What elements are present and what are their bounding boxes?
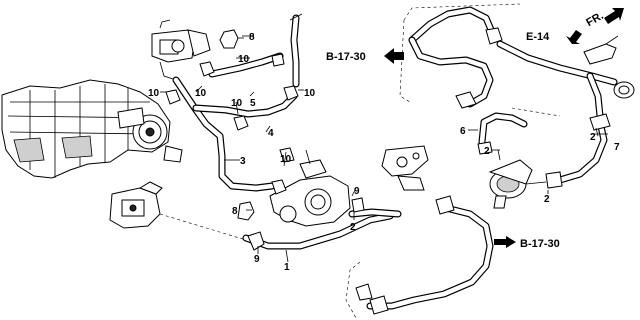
hose-clamps-middle	[237, 147, 365, 251]
callout-5: 5	[250, 98, 256, 109]
water-hose-3	[172, 76, 276, 192]
callout-10: 10	[231, 98, 243, 109]
water-hose-1	[242, 208, 402, 250]
intake-manifold	[1, 79, 183, 179]
hose-clamps-10	[165, 53, 299, 131]
heater-control-valve	[488, 149, 547, 209]
callout-8: 8	[232, 206, 238, 217]
heater-hose-group-bottom	[345, 145, 494, 319]
callout-1: 1	[284, 262, 290, 273]
heater-hose-group-top	[399, 3, 561, 117]
callout-3: 3	[240, 156, 246, 167]
ref-arrow-b1730-top	[384, 48, 404, 64]
ref-label-b1730-bottom: B-17-30	[520, 238, 560, 250]
callout-10: 10	[280, 154, 292, 165]
ref-arrow-e14	[566, 30, 582, 44]
water-hose-7	[545, 113, 611, 189]
callout-6: 6	[460, 126, 466, 137]
callout-2: 2	[544, 194, 550, 205]
callout-10: 10	[238, 54, 250, 65]
callout-9: 9	[254, 254, 260, 265]
callout-2: 2	[350, 222, 356, 233]
water-pipe	[496, 35, 635, 120]
callout-2: 2	[484, 146, 490, 157]
vacuum-solenoid-valve	[151, 19, 211, 81]
thermostat-housing	[269, 149, 351, 227]
front-label: FR.	[584, 10, 605, 29]
callout-7: 7	[614, 142, 620, 153]
ref-arrow-b1730-bottom	[494, 236, 516, 248]
callout-8: 8	[249, 32, 255, 43]
ref-label-e14: E-14	[526, 31, 550, 43]
callout-4: 4	[268, 128, 274, 139]
ref-label-b1730-top: B-17-30	[326, 51, 366, 63]
water-hose-6	[477, 112, 528, 155]
front-direction-arrow	[604, 8, 624, 24]
callout-9: 9	[354, 186, 360, 197]
vacuum-hose-5	[208, 13, 303, 88]
idle-air-control-valve	[109, 181, 247, 241]
callout-10: 10	[304, 88, 316, 99]
leader-lines	[160, 35, 608, 263]
callout-2: 2	[590, 132, 596, 143]
callout-10: 10	[148, 88, 160, 99]
vacuum-hose-4	[192, 92, 298, 118]
clamp-8-top	[219, 29, 244, 49]
callout-10: 10	[195, 88, 207, 99]
